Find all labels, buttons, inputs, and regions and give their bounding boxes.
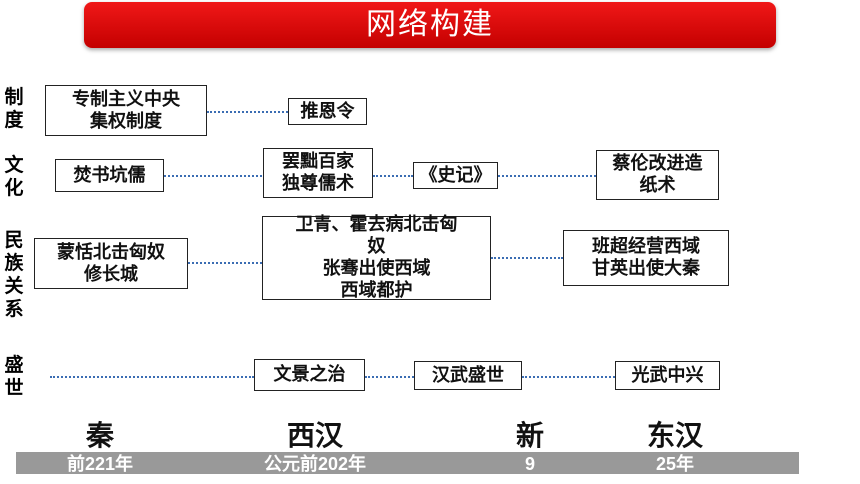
connector-prosperity-3 [522,376,615,378]
box-guangwu: 光武中兴 [615,361,720,390]
box-confucian: 罢黜百家 独尊儒术 [263,148,373,198]
connector-prosperity-2 [365,376,414,378]
era-xin: 新 [515,419,544,452]
row-label-ethnic: 民族关系 [4,229,24,320]
row-label-prosperity: 盛世 [4,354,24,399]
row-label-culture: 文化 [4,154,24,199]
box-wenjing: 文景之治 [254,359,365,391]
timeline-bar [16,452,799,474]
connector-culture-3 [498,175,596,177]
box-burn-books: 焚书坑儒 [55,159,164,192]
box-shiji: 《史记》 [413,162,498,189]
connector-ethnic-2 [491,257,563,259]
date-western-han: 公元前202年 [263,454,367,474]
box-tuienling: 推恩令 [288,98,367,125]
connector-system [207,111,288,113]
box-hanwu: 汉武盛世 [414,361,522,390]
connector-culture-1 [164,175,262,177]
date-xin: 9 [524,454,535,474]
box-banchao: 班超经营西域 甘英出使大秦 [563,230,729,286]
box-mengtian: 蒙恬北击匈奴 修长城 [34,238,188,289]
date-qin: 前221年 [66,454,134,474]
era-eastern-han: 东汉 [646,419,703,452]
box-weiqing: 卫青、霍去病北击匈 奴 张骞出使西域 西域都护 [262,214,491,301]
connector-prosperity-1 [50,376,254,378]
connector-ethnic-1 [188,262,262,264]
box-cailun: 蔡伦改进造 纸术 [596,150,719,200]
row-label-system: 制度 [4,86,24,131]
title-banner: 网络构建 [84,2,776,48]
box-autocracy: 专制主义中央 集权制度 [45,85,207,136]
connector-culture-2 [373,175,413,177]
era-western-han: 西汉 [286,419,343,452]
era-qin: 秦 [85,419,114,452]
date-eastern-han: 25年 [655,454,695,474]
page-title: 网络构建 [366,7,494,42]
